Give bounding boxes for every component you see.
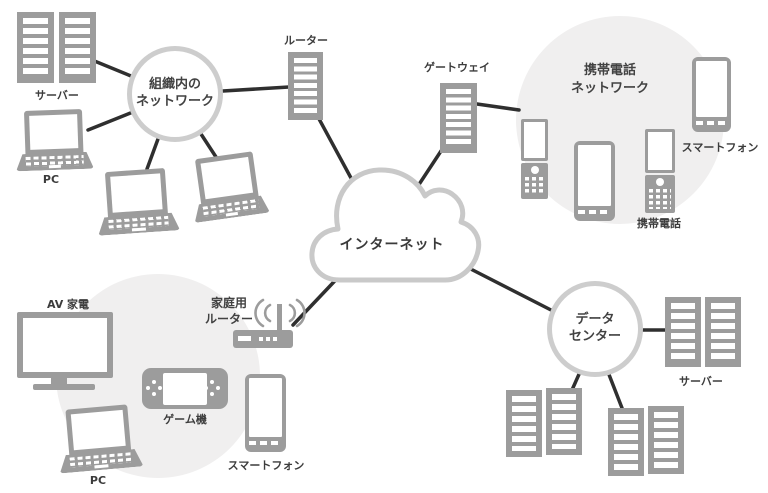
- link-org-laptop3: [199, 132, 218, 159]
- router-label: ルーター: [284, 34, 328, 47]
- org-laptop3-icon: [186, 150, 270, 223]
- link-lines: [86, 58, 670, 410]
- home-smartphone-icon: [245, 374, 286, 452]
- router-antenna: [277, 304, 282, 332]
- datacenter-circle: データ センター: [547, 281, 643, 377]
- internet-label: インターネット: [339, 237, 445, 253]
- home-av-label: AV 家電: [46, 298, 90, 311]
- mobile-network-label: 携帯電話 ネットワーク: [556, 62, 664, 97]
- tv-screen: [23, 318, 107, 372]
- flip-keypad: [645, 175, 675, 213]
- link-cloud-datacenter: [457, 261, 553, 312]
- server-rack-icon: [705, 297, 741, 367]
- datacenter-label-line1: データ: [575, 312, 615, 328]
- server-rack-icon: [59, 12, 96, 83]
- mobile-smartphone-icon: [692, 57, 731, 132]
- org-network-label-line1: 組織内の: [148, 77, 201, 93]
- datacenter-label-line2: センター: [568, 329, 621, 344]
- server-rack-icon: [17, 12, 54, 83]
- home-router-label-line2: ルーター: [204, 312, 253, 327]
- phone-buttons: [249, 441, 282, 445]
- game-screen: [162, 372, 208, 405]
- feature-phone2-icon: [645, 129, 675, 213]
- phone-buttons: [578, 210, 611, 214]
- mobile-network-label-line1: 携帯電話: [583, 63, 636, 78]
- link-org-router: [221, 85, 291, 93]
- home-game-label: ゲーム機: [163, 413, 207, 426]
- phone-screen: [249, 378, 282, 437]
- laptop-screen: [110, 173, 163, 213]
- flip-screen: [645, 129, 675, 173]
- phone-screen: [696, 61, 727, 117]
- home-router-label: 家庭用 ルーター: [199, 295, 259, 327]
- router-rack-icon: [288, 52, 323, 120]
- link-pc-org: [86, 110, 135, 132]
- org-pc-label: PC: [42, 173, 60, 186]
- laptop-keyboard: [15, 152, 94, 172]
- laptop-lid: [104, 167, 168, 219]
- internet-cloud-shape: [309, 167, 482, 283]
- tv-frame: [17, 312, 113, 378]
- flip-keypad: [521, 163, 548, 199]
- laptop-screen: [70, 409, 126, 451]
- link-servers-org: [90, 58, 133, 78]
- game-console-icon: [142, 368, 228, 409]
- phone-buttons: [696, 121, 727, 125]
- server-rack-icon: [665, 297, 701, 367]
- org-pc-laptop-icon: [14, 109, 94, 172]
- org-servers-label: サーバー: [35, 89, 79, 102]
- link-dc-servers-bl: [570, 370, 582, 392]
- home-smartphone-label: スマートフォン: [227, 459, 305, 472]
- dc-servers-label: サーバー: [679, 375, 723, 388]
- home-pc-laptop-icon: [54, 403, 143, 473]
- mobile-network-label-line2: ネットワーク: [570, 80, 649, 96]
- link-dc-servers-bm: [606, 370, 624, 410]
- link-gateway-mobile: [475, 102, 521, 112]
- link-gateway-cloud: [414, 146, 445, 191]
- feature-phone-icon: [521, 119, 548, 199]
- mobile-smartphone-label: スマートフォン: [681, 141, 759, 154]
- server-rack-icon: [608, 408, 644, 476]
- server-rack-icon: [506, 390, 542, 457]
- laptop-lid: [194, 151, 259, 205]
- org-network-circle: 組織内の ネットワーク: [127, 46, 223, 142]
- link-router-cloud: [316, 115, 353, 180]
- laptop-screen: [29, 114, 79, 150]
- gateway-label: ゲートウェイ: [424, 61, 490, 74]
- home-pc-label: PC: [89, 474, 107, 487]
- server-rack-icon: [546, 388, 582, 455]
- server-rack-icon: [648, 406, 684, 474]
- org-network-label-line2: ネットワーク: [135, 94, 214, 109]
- gateway-rack-icon: [440, 83, 477, 153]
- link-org-laptop2: [145, 137, 160, 171]
- flip-screen: [521, 119, 548, 161]
- wifi-waves-icon: [254, 298, 306, 328]
- mobile-smartphone2-icon: [574, 141, 615, 221]
- laptop-lid: [65, 404, 132, 456]
- phone-screen: [578, 145, 611, 206]
- laptop-lid: [23, 109, 84, 156]
- home-router-label-line1: 家庭用: [210, 296, 247, 310]
- tv-neck: [51, 377, 67, 385]
- dpad-right-icon: [210, 386, 214, 390]
- laptop-screen: [200, 156, 254, 200]
- mobile-phone-label: 携帯電話: [637, 217, 681, 230]
- home-router-icon: [233, 330, 293, 348]
- tv-base: [33, 384, 95, 390]
- dpad-left-icon: [152, 386, 156, 390]
- mobile-network-background-circle: [516, 16, 724, 224]
- org-laptop2-icon: [94, 167, 180, 236]
